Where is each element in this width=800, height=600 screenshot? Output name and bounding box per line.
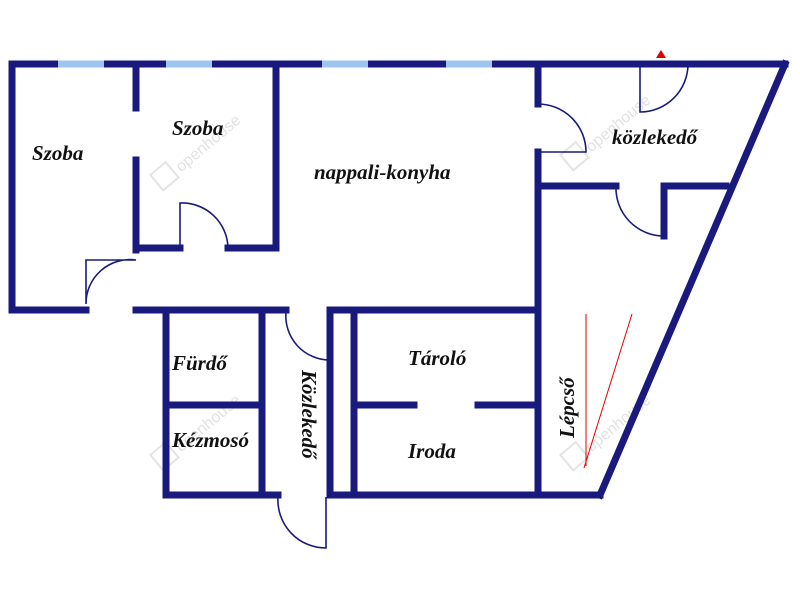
- stair-lines: [583, 313, 633, 469]
- doors: [85, 63, 689, 549]
- room-label-szoba-middle: Szoba: [172, 116, 223, 140]
- room-label-nappali-konyha: nappali-konyha: [314, 160, 451, 184]
- room-label-furdo: Fürdő: [171, 351, 228, 375]
- walls: [8, 59, 790, 500]
- room-label-iroda: Iroda: [407, 439, 456, 463]
- room-label-kezmoso: Kézmosó: [171, 428, 249, 452]
- entrance-arrow-icon: [656, 50, 666, 58]
- room-label-kozlekedo-vertical: Közlekedő: [297, 369, 321, 460]
- room-label-kozlekedo-top: közlekedő: [612, 125, 699, 149]
- room-labels: Szoba Szoba nappali-konyha közlekedő Für…: [32, 116, 699, 463]
- room-label-lepcso: Lépcső: [555, 376, 579, 439]
- room-label-tarolo: Tároló: [408, 346, 466, 370]
- room-label-szoba-left: Szoba: [32, 141, 83, 165]
